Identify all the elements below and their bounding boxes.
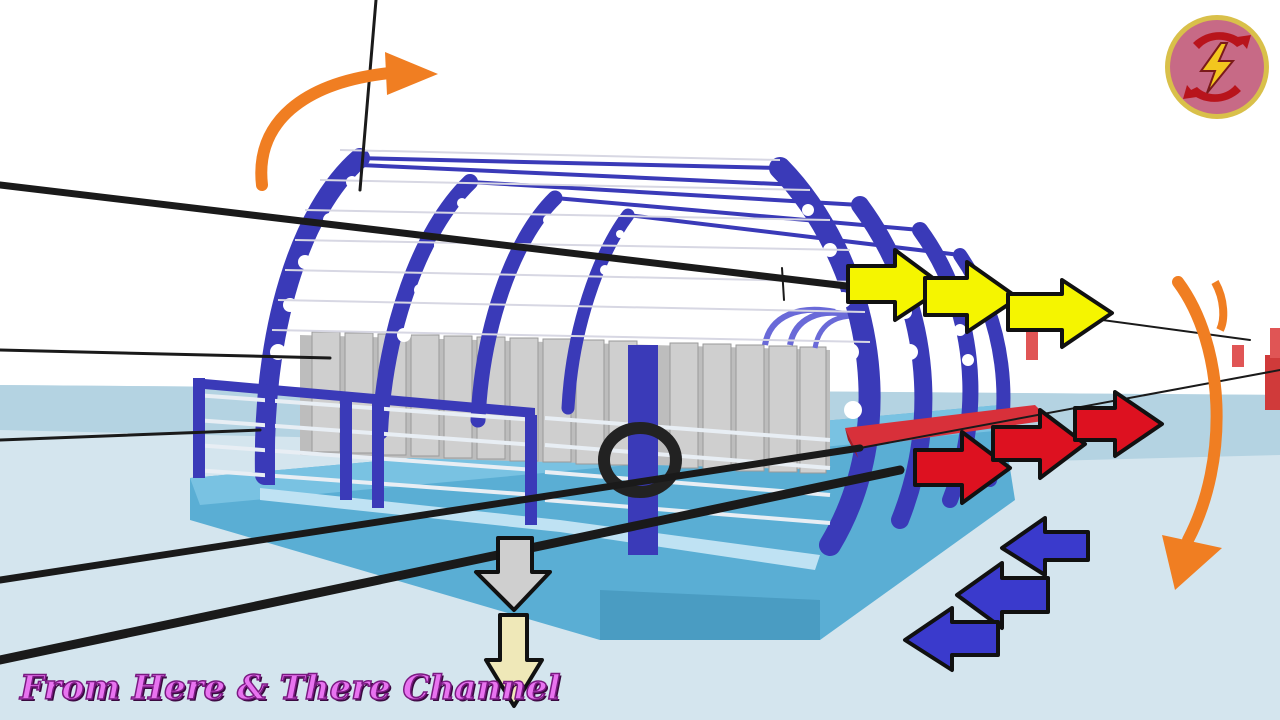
yellow-arrows <box>846 248 1114 349</box>
channel-watermark: From Here & There Channel <box>19 667 561 709</box>
life-ring <box>598 422 682 498</box>
deck-railing <box>193 345 831 555</box>
roof-rods <box>271 149 871 343</box>
blue-arrows <box>903 516 1090 672</box>
background-red-posts <box>1026 328 1280 410</box>
down-arrows <box>474 536 552 708</box>
orange-curved-arrow-top <box>255 52 438 191</box>
red-arrows <box>913 390 1164 505</box>
channel-logo-icon <box>1165 15 1269 119</box>
orange-curved-arrow-right <box>1162 276 1228 590</box>
